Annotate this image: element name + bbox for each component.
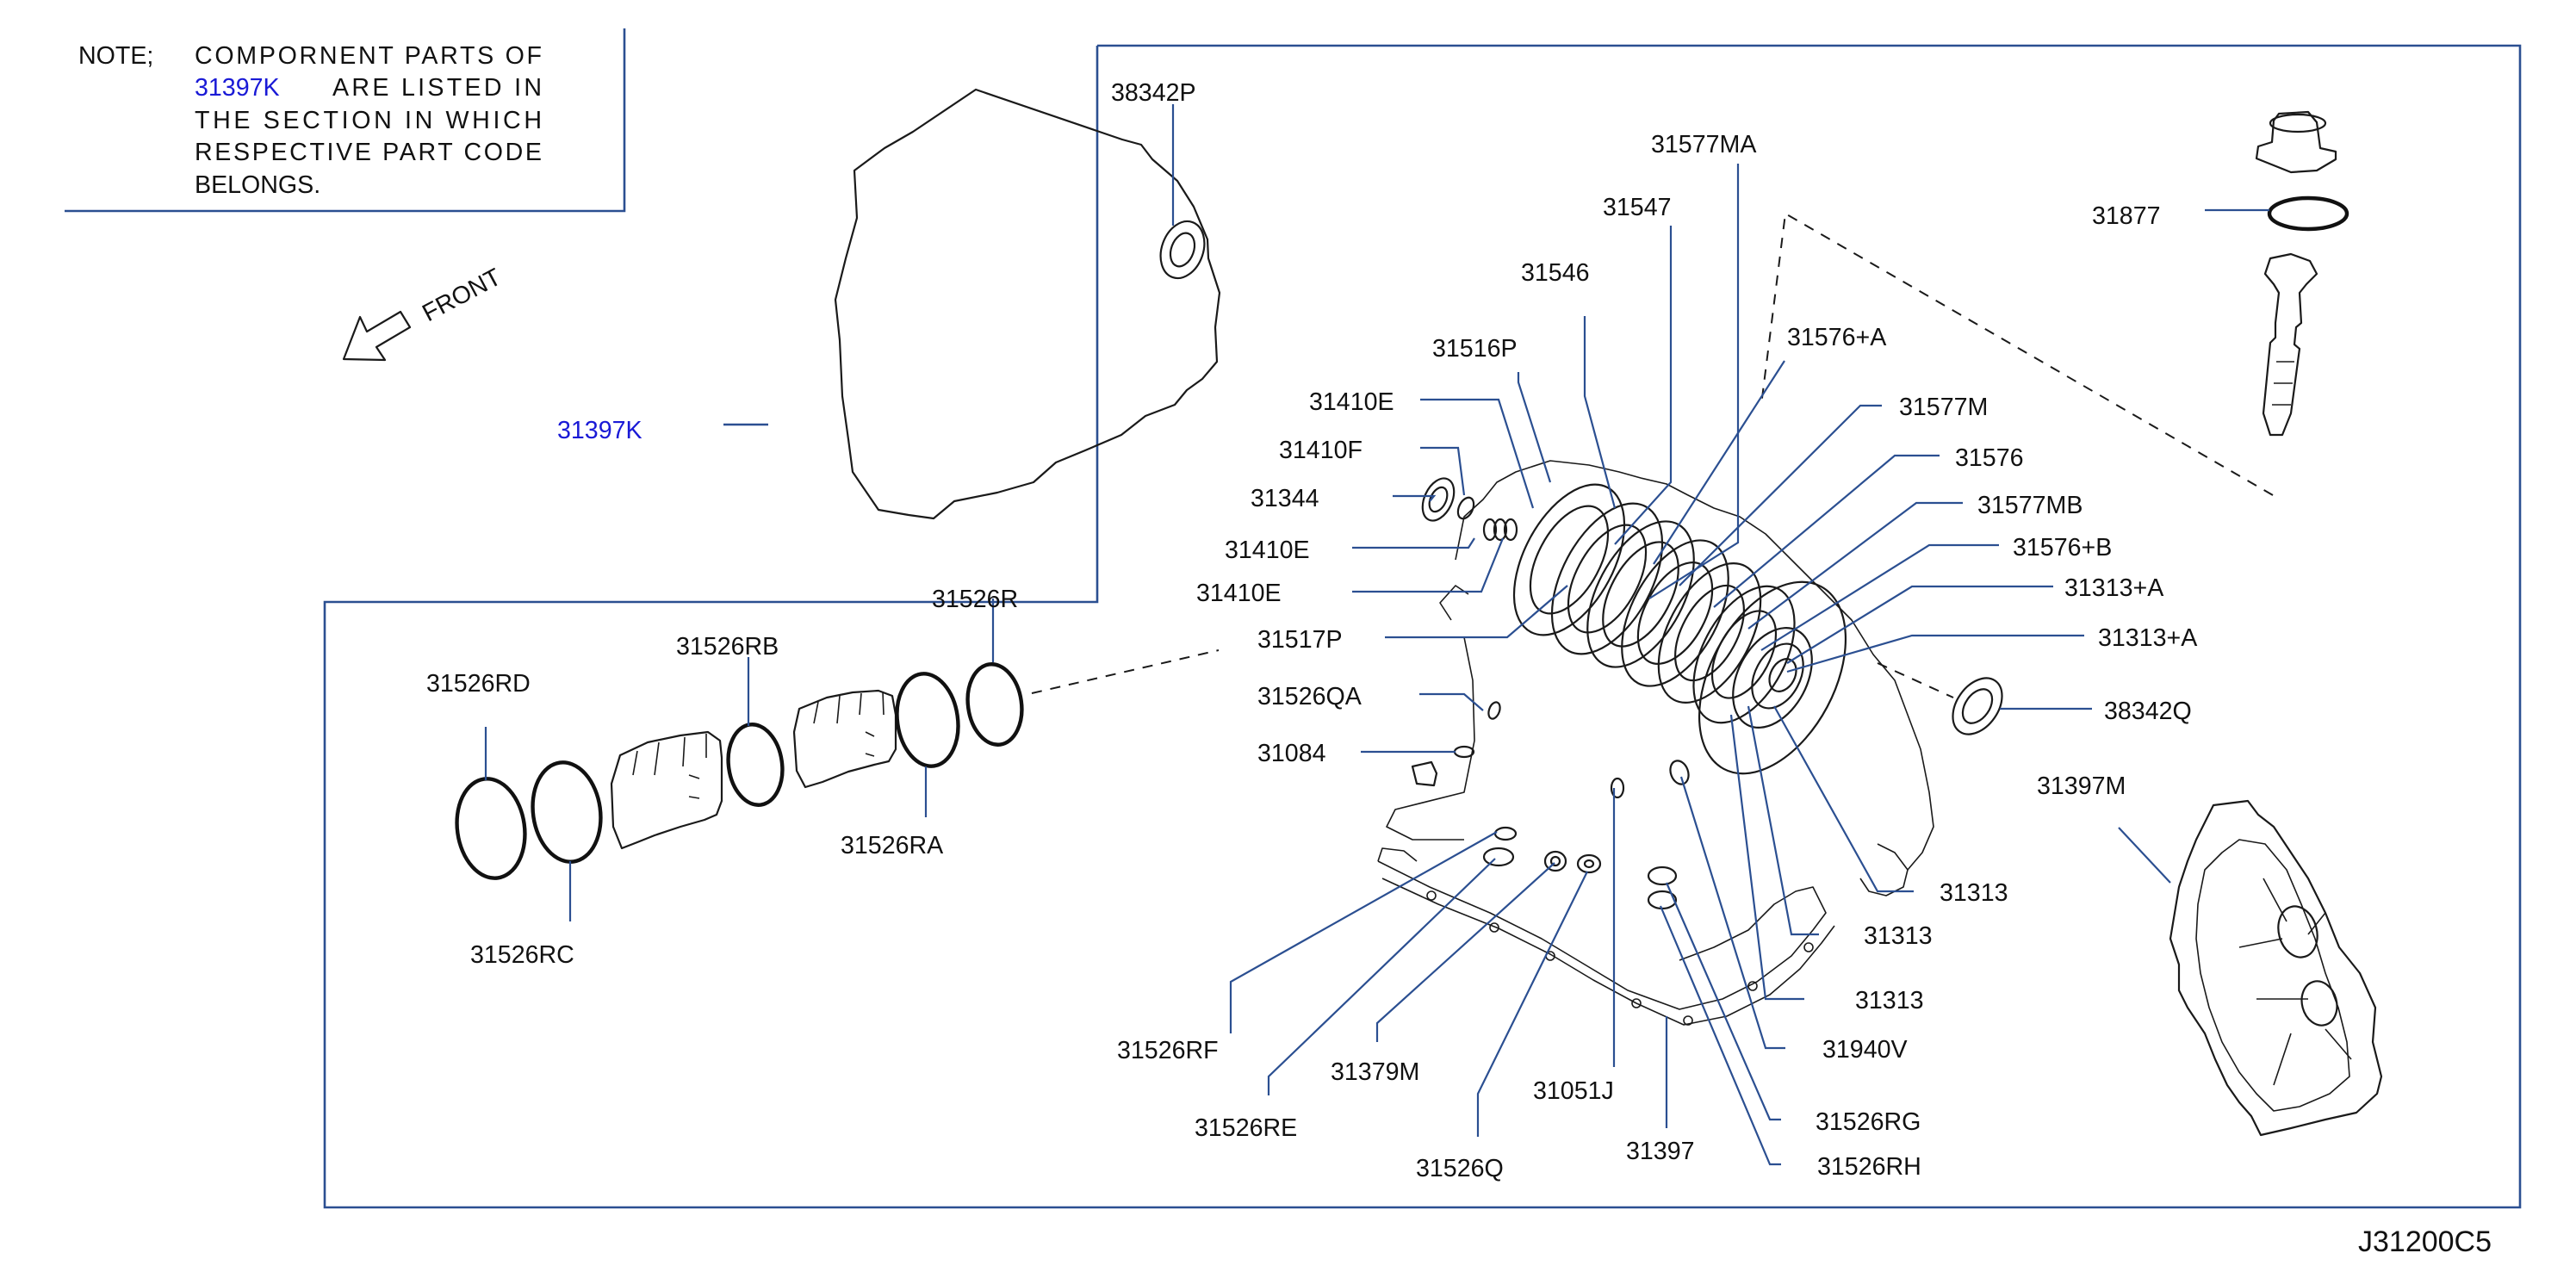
side-cover-31397M-drawing [2169,799,2383,1137]
case-cover-drawing [834,88,1221,520]
label-31410E-1[interactable]: 31410E [1309,388,1394,416]
note-box: NOTE; COMPORNENT PARTS OF 31397K ARE LIS… [78,42,542,199]
label-38342P[interactable]: 38342P [1111,79,1196,107]
note-line-4: RESPECTIVE PART CODE [195,139,542,166]
diagram-code: J31200C5 [2358,1225,2492,1258]
label-31576[interactable]: 31576 [1955,444,2024,472]
label-38342Q[interactable]: 38342Q [2104,698,2192,725]
label-31526QA[interactable]: 31526QA [1257,683,1362,710]
label-31576B[interactable]: 31576+B [2013,534,2112,561]
note-line-5: BELONGS. [195,171,320,199]
label-31410E-2[interactable]: 31410E [1225,537,1310,564]
label-31576A[interactable]: 31576+A [1787,324,1887,351]
label-31410F[interactable]: 31410F [1279,437,1362,464]
label-31084[interactable]: 31084 [1257,740,1326,767]
label-31526R[interactable]: 31526R [932,586,1018,613]
label-31877[interactable]: 31877 [2092,202,2161,230]
label-31313A-2[interactable]: 31313+A [2098,624,2198,652]
sensor-31877-drawing [2255,110,2349,437]
label-31526Q[interactable]: 31526Q [1416,1155,1504,1182]
diagram-frame [65,28,2522,1209]
label-31379M[interactable]: 31379M [1331,1058,1419,1086]
label-31397M[interactable]: 31397M [2037,772,2126,800]
leader-lines [484,104,2269,1166]
label-31526RB[interactable]: 31526RB [676,633,779,661]
label-31517P[interactable]: 31517P [1257,626,1343,654]
label-31526RH[interactable]: 31526RH [1817,1153,1921,1181]
label-31397[interactable]: 31397 [1626,1138,1695,1165]
label-31313A-1[interactable]: 31313+A [2064,574,2164,602]
label-31577MA[interactable]: 31577MA [1651,131,1757,158]
note-line-2: ARE LISTED IN [332,74,542,102]
note-line-1: COMPORNENT PARTS OF [195,42,542,70]
indication-lines [1031,212,2274,698]
label-31526RE[interactable]: 31526RE [1195,1114,1297,1142]
label-31526RG[interactable]: 31526RG [1816,1108,1921,1136]
label-31526RD[interactable]: 31526RD [426,670,531,698]
piston-clutch-assembly-drawing [1512,483,1847,775]
label-31313-1[interactable]: 31313 [1940,879,2008,907]
part-labels: 38342P 31577MA 31547 31546 31516P 31576+… [426,79,2198,1182]
note-line-3: THE SECTION IN WHICH [195,107,542,134]
label-31547[interactable]: 31547 [1603,194,1672,221]
label-31344[interactable]: 31344 [1251,485,1319,512]
label-31526RA[interactable]: 31526RA [841,832,944,859]
label-31313-3[interactable]: 31313 [1855,987,1924,1014]
note-ref-31397K[interactable]: 31397K [195,74,280,102]
label-31516P[interactable]: 31516P [1432,335,1518,363]
label-31940V[interactable]: 31940V [1822,1036,1908,1064]
note-prefix: NOTE; [78,42,153,70]
group-ref-31397K[interactable]: 31397K [557,417,642,444]
label-31546[interactable]: 31546 [1521,259,1590,287]
label-31577M[interactable]: 31577M [1899,394,1988,421]
label-31410E-3[interactable]: 31410E [1196,580,1282,607]
transmission-case-drawing [1377,460,1934,1026]
label-31577MB[interactable]: 31577MB [1977,492,2083,519]
front-label: FRONT [418,264,506,327]
label-31051J[interactable]: 31051J [1533,1077,1614,1105]
oil-seal-38342Q-drawing [1952,677,2003,735]
front-arrow-icon: FRONT [342,264,506,362]
small-seals-drawing [1411,477,1690,910]
piston-shells-drawing [455,662,1024,880]
label-31526RC[interactable]: 31526RC [470,941,574,969]
label-31526RF[interactable]: 31526RF [1117,1037,1219,1064]
label-31313-2[interactable]: 31313 [1864,922,1933,950]
